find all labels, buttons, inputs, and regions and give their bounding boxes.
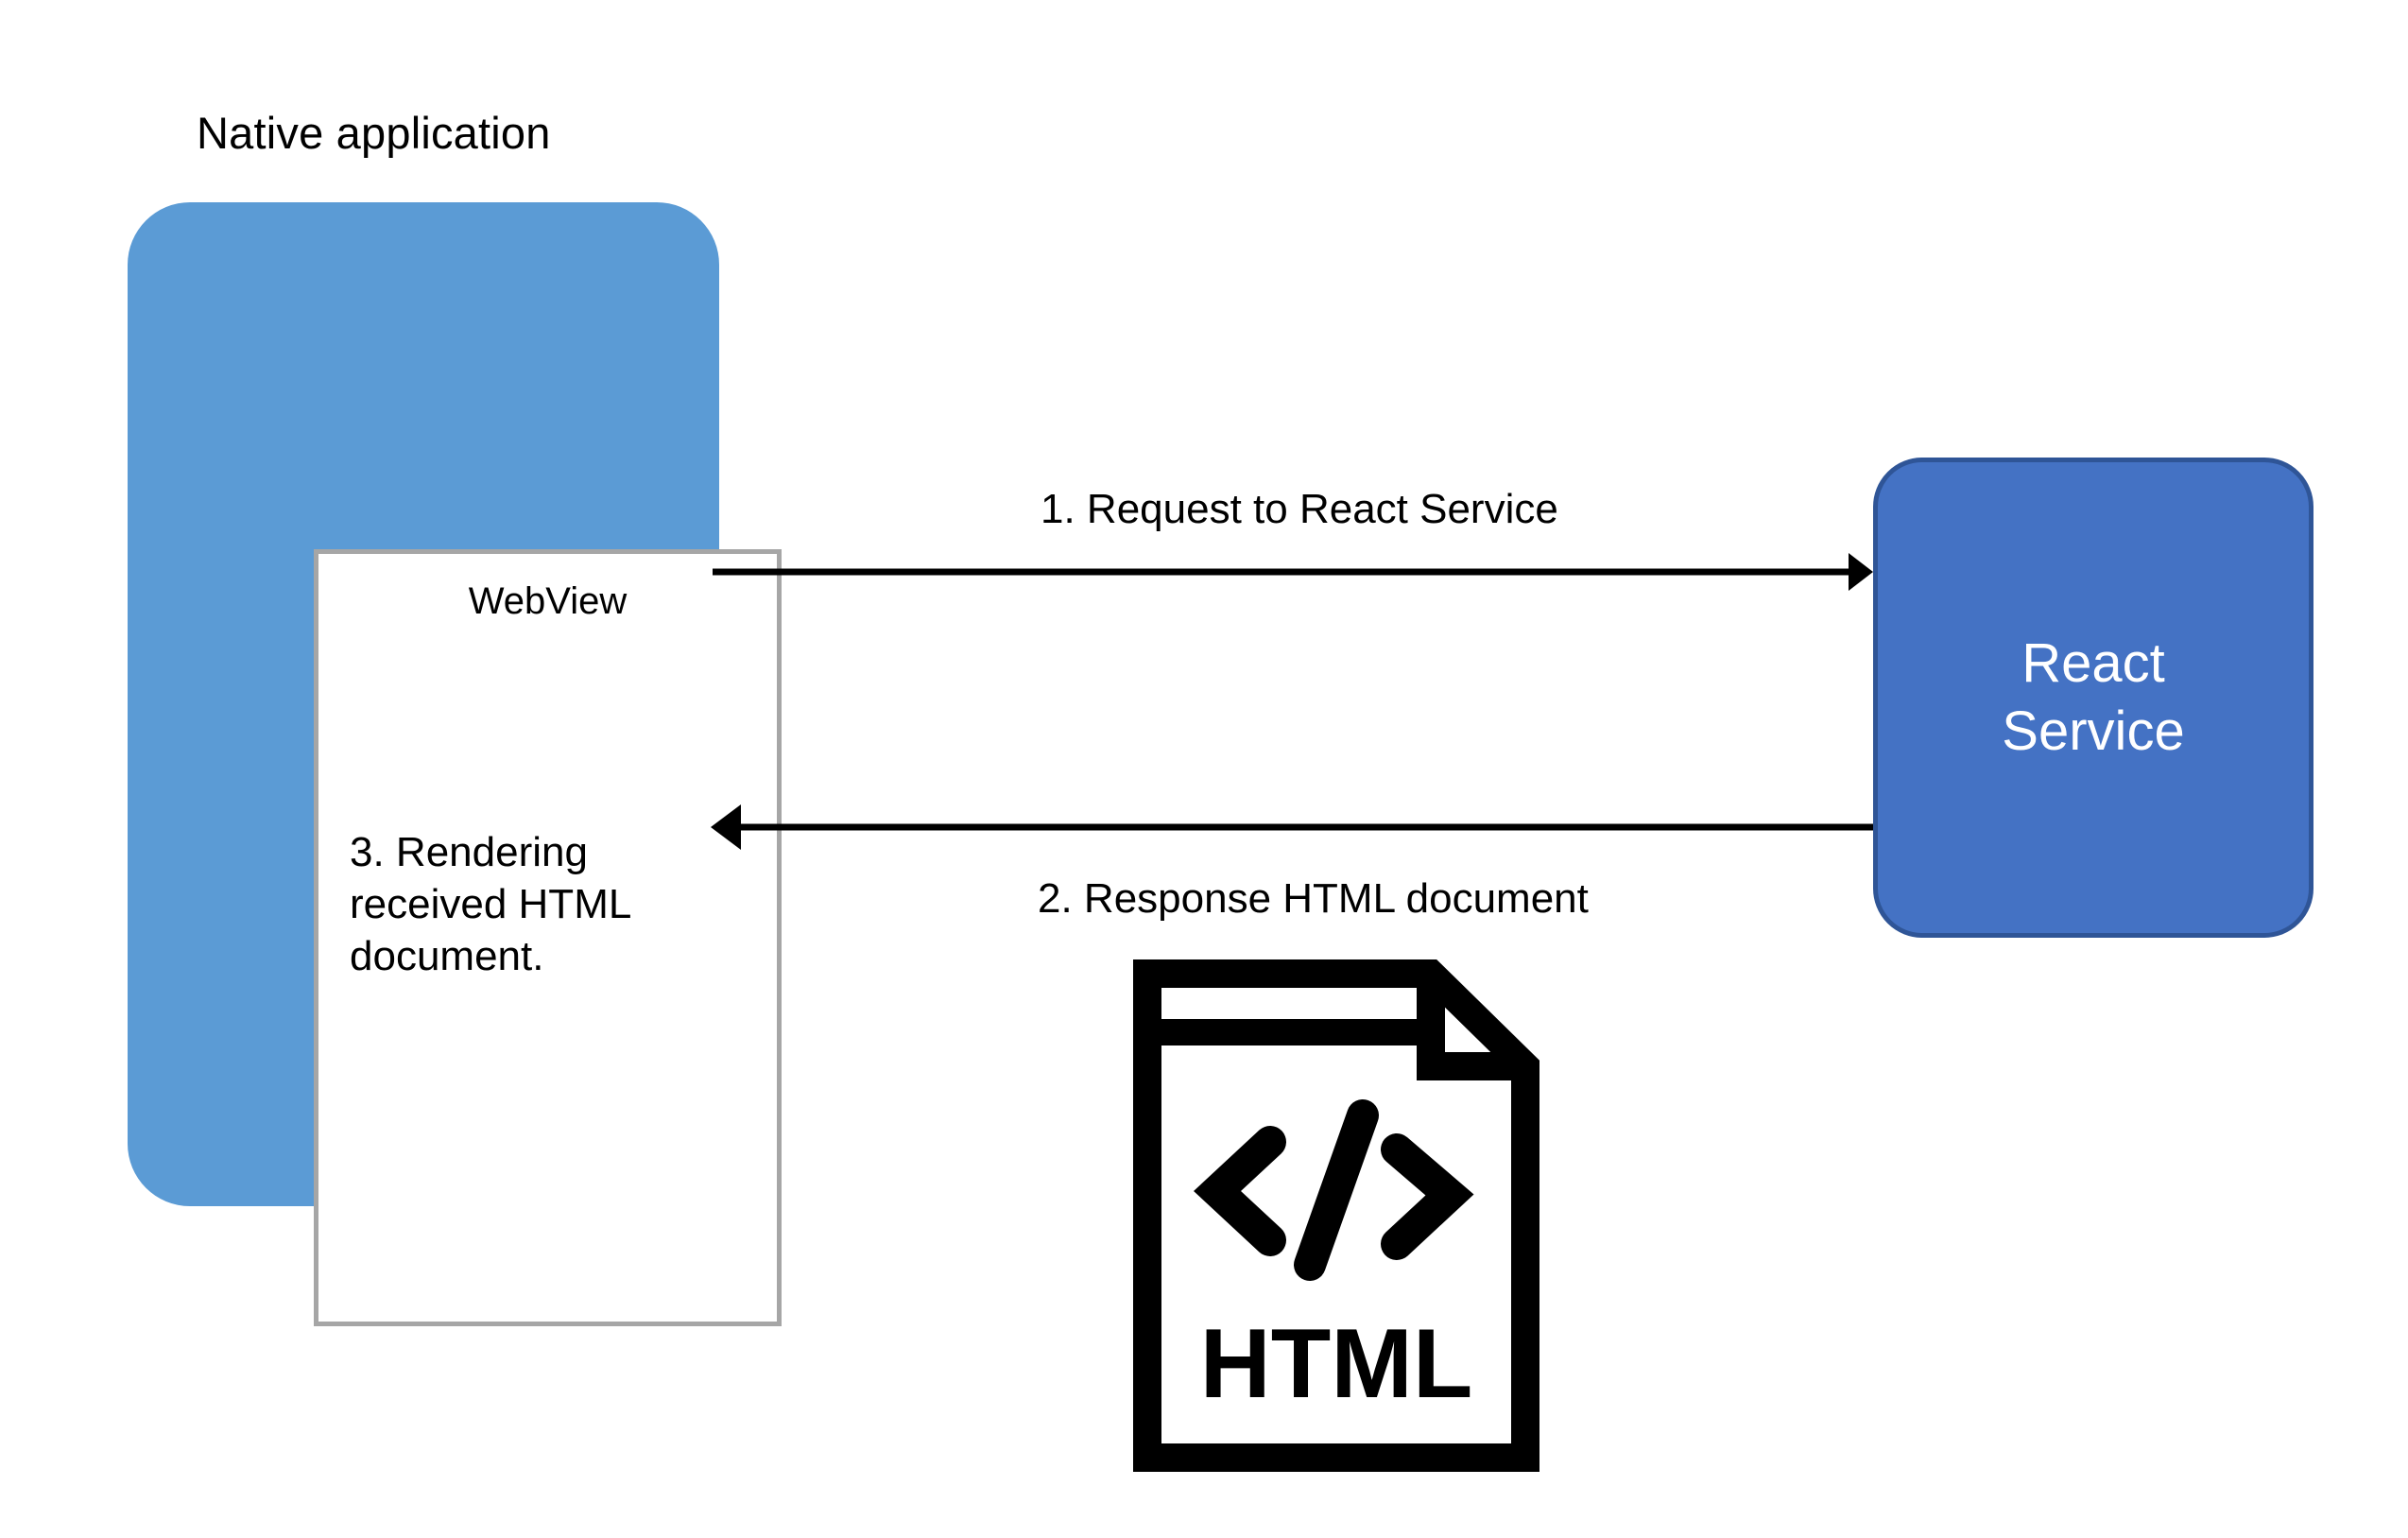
document-fold-corner — [1417, 974, 1525, 1080]
arrow-response-head — [711, 804, 741, 850]
arrow-request-to-react-service — [713, 553, 1873, 591]
document-header-bar — [1161, 1019, 1417, 1045]
code-glyph-right-angle — [1381, 1133, 1474, 1260]
arrow-response-html-document — [711, 804, 1877, 850]
arrow-response-label: 2. Response HTML document — [1038, 875, 1589, 922]
native-application-title: Native application — [197, 108, 551, 158]
html-document-icon: HTML — [1133, 959, 1539, 1472]
webview-label: WebView — [468, 580, 628, 622]
react-service-label-line1: React — [2021, 632, 2165, 694]
arrow-request-head — [1849, 553, 1873, 591]
code-glyph — [1194, 1099, 1474, 1281]
react-service-label-line2: Service — [2002, 700, 2185, 762]
arrow-request-label: 1. Request to React Service — [1041, 486, 1558, 532]
document-outline — [1133, 959, 1539, 1472]
html-icon-caption: HTML — [1200, 1309, 1473, 1419]
code-glyph-left-angle — [1194, 1126, 1286, 1256]
webview-body-text: 3. Rendering received HTML document. — [350, 829, 632, 979]
native-application-shell: WebView 3. Rendering received HTML docum… — [128, 202, 782, 1326]
react-service-box: React Service — [1873, 458, 2313, 938]
webview-panel: WebView 3. Rendering received HTML docum… — [314, 549, 782, 1326]
code-glyph-slash — [1294, 1099, 1379, 1281]
